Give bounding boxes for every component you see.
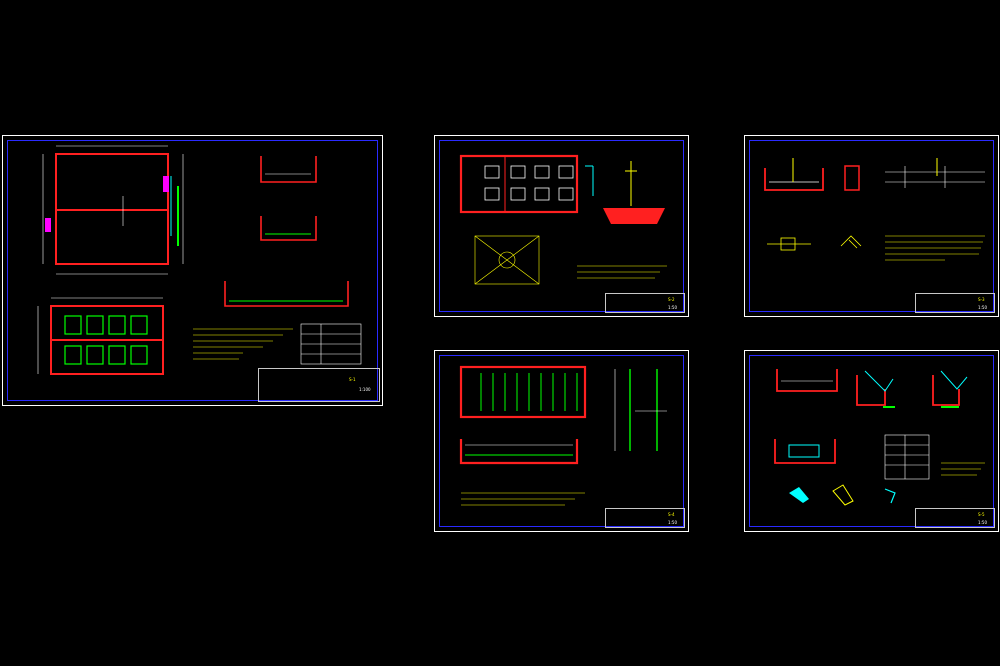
title-block-number: S-5 xyxy=(978,512,985,517)
sheet-1-drawing xyxy=(37,145,362,375)
title-block-number: S-3 xyxy=(978,297,985,302)
title-block-sheet-2: S-2 1:50 xyxy=(605,293,685,313)
title-block-scale: 1:100 xyxy=(359,387,371,392)
title-block-sheet-4: S-4 1:50 xyxy=(605,508,685,528)
sheet-4-drawing xyxy=(459,365,667,506)
sheet-3-frame xyxy=(749,140,994,312)
drawing-sheet-4[interactable]: S-4 1:50 xyxy=(434,350,689,532)
title-block-scale: 1:50 xyxy=(668,305,677,310)
tank-plan-upper xyxy=(55,153,169,265)
title-block-scale: 1:50 xyxy=(978,520,987,525)
title-block-number: S-2 xyxy=(668,297,675,302)
title-block-number: S-1 xyxy=(349,377,356,382)
sheet-3-drawing xyxy=(764,158,985,261)
sheet-5-drawing xyxy=(774,369,985,506)
drawing-sheet-2[interactable]: S-2 1:50 xyxy=(434,135,689,317)
title-block-scale: 1:50 xyxy=(978,305,987,310)
sheet-2-drawing xyxy=(459,154,667,285)
drawing-sheet-1[interactable]: S-1 1:100 xyxy=(2,135,383,406)
title-block-sheet-1: S-1 1:100 xyxy=(258,368,380,402)
title-block-number: S-4 xyxy=(668,512,675,517)
title-block-sheet-3: S-3 1:50 xyxy=(915,293,995,313)
drawing-sheet-5[interactable]: S-5 1:50 xyxy=(744,350,999,532)
sheet-5-frame xyxy=(749,355,994,527)
sheet-4-frame xyxy=(439,355,684,527)
drawing-sheet-3[interactable]: S-3 1:50 xyxy=(744,135,999,317)
sheet-2-frame xyxy=(439,140,684,312)
title-block-sheet-5: S-5 1:50 xyxy=(915,508,995,528)
sheet-1-frame xyxy=(7,140,378,401)
title-block-scale: 1:50 xyxy=(668,520,677,525)
